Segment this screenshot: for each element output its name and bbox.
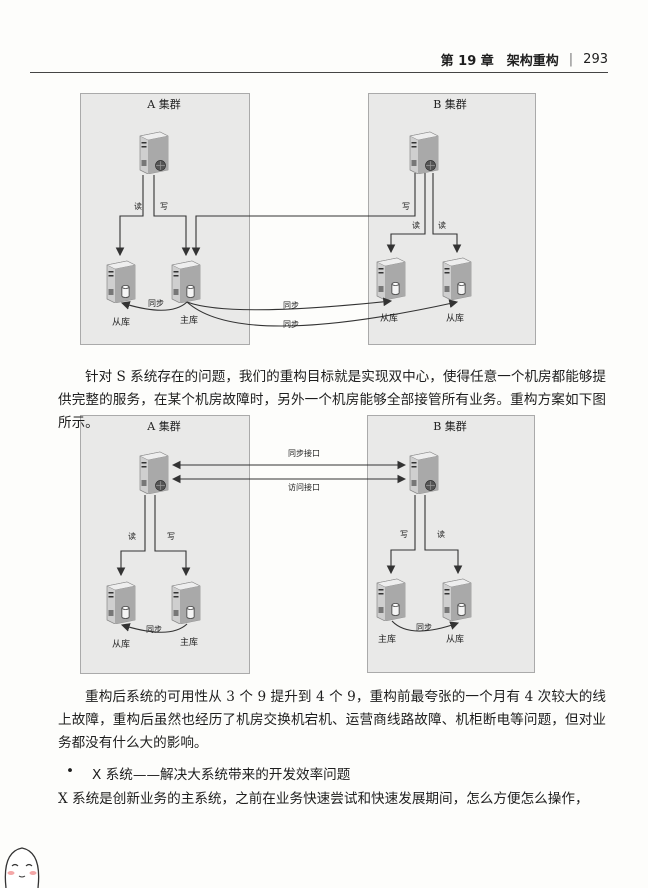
d2-b-write-label: 写: [400, 530, 408, 539]
cartoon-face-icon: [4, 847, 40, 888]
d2-b-sync-label: 同步: [416, 623, 432, 632]
d2-a-master-cylinder-icon: [186, 606, 195, 619]
paragraph-x-system: X 系统是创新业务的主系统，之前在业务快速尝试和快速发展期间，怎么方便怎么操作，: [58, 791, 589, 807]
d1-sync-label-b1: 同步: [283, 301, 299, 310]
d1-a-slave-db-icon: [106, 260, 136, 303]
d2-b-slave-cylinder-icon: [457, 603, 466, 616]
diagram2-cluster-b-box: [367, 415, 535, 673]
chapter-title: 第 19 章 架构重构: [440, 54, 559, 69]
bullet-x-system: • X 系统——解决大系统带来的开发效率问题: [58, 763, 350, 783]
page-number: 293: [583, 52, 608, 67]
d1-b-read-label-2: 读: [438, 220, 446, 230]
d1-a-master-db-icon: [171, 260, 201, 303]
d2-b-globe-icon: [425, 480, 436, 491]
d1-b-slave2-db-icon: [442, 257, 472, 300]
d1-b-read-label: 读: [412, 220, 420, 230]
d1-b-write-label: 写: [402, 202, 410, 211]
d1-b-slave1-db-icon: [376, 257, 406, 300]
bullet-marker: •: [66, 763, 75, 779]
d2-a-write-label: 写: [167, 532, 175, 541]
d2-b-master-db-icon: [376, 578, 406, 621]
d2-access-interface-label: 访问接口: [288, 482, 320, 492]
paragraph-availability-result: 重构后系统的可用性从 3 个 9 提升到 4 个 9，重构前最夸张的一个月有 4…: [58, 689, 606, 751]
d1-a-globe-icon: [155, 160, 166, 171]
d1-b-globe-icon: [425, 160, 436, 171]
header-rule: [30, 72, 608, 73]
d1-a-master-cylinder-icon: [186, 285, 195, 298]
d1-write-label: 写: [160, 202, 168, 211]
d1-b-slave2-label: 从库: [446, 312, 464, 324]
d1-a-master-label: 主库: [180, 314, 198, 326]
d1-sync-label-b2: 同步: [283, 320, 299, 329]
d2-sync-interface-label: 同步接口: [288, 448, 320, 458]
d1-b-slave2-cylinder-icon: [457, 282, 466, 295]
d1-read-label: 读: [134, 201, 142, 211]
bullet-text: X 系统——解决大系统带来的开发效率问题: [92, 767, 351, 783]
d2-a-globe-icon: [155, 480, 166, 491]
header-separator: |: [568, 52, 574, 67]
d1-a-slave-label: 从库: [112, 316, 130, 328]
d1-b-slave1-cylinder-icon: [391, 282, 400, 295]
d2-a-slave-label: 从库: [112, 638, 130, 650]
d2-a-master-db-icon: [171, 581, 201, 624]
d2-a-master-label: 主库: [180, 636, 198, 648]
running-header: 第 19 章 架构重构 | 293: [441, 50, 608, 69]
d1-cluster-b-label: B 集群: [433, 97, 467, 111]
d1-sync-label-a: 同步: [148, 299, 164, 308]
d2-a-sync-label: 同步: [146, 625, 162, 634]
d2-a-slave-cylinder-icon: [121, 606, 130, 619]
d2-b-master-label: 主库: [378, 633, 396, 645]
d2-a-read-label: 读: [128, 531, 136, 541]
d2-b-master-cylinder-icon: [391, 603, 400, 616]
d1-a-slave-cylinder-icon: [121, 285, 130, 298]
d2-b-read-label: 读: [437, 529, 445, 539]
d2-b-slave-label: 从库: [446, 633, 464, 645]
paragraph-dual-center-goal: 针对 S 系统存在的问题，我们的重构目标就是实现双中心，使得任意一个机房都能够提…: [58, 369, 606, 431]
d1-b-slave1-label: 从库: [380, 312, 398, 324]
d2-cluster-a-label: A 集群: [146, 419, 180, 433]
d2-a-slave-db-icon: [106, 581, 136, 624]
d2-cluster-b-label: B 集群: [433, 419, 467, 433]
d1-cluster-a-label: A 集群: [146, 97, 180, 111]
d2-b-slave-db-icon: [442, 578, 472, 621]
